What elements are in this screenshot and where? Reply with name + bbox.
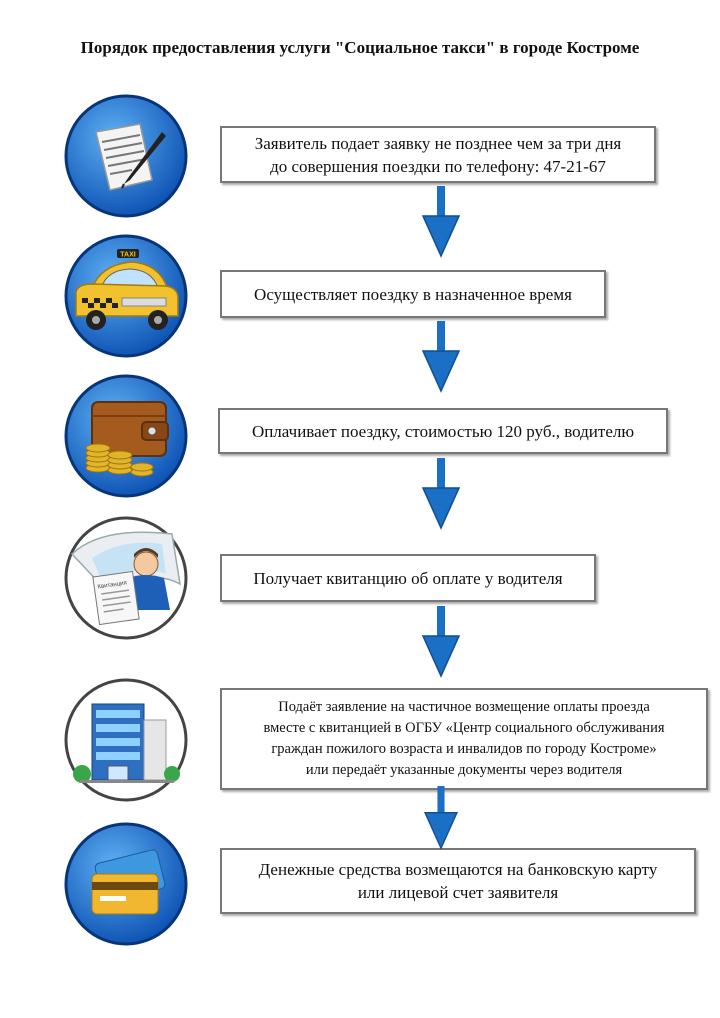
step-4-box: Получает квитанцию об оплате у водителя — [220, 554, 596, 602]
step-3-box: Оплачивает поездку, стоимостью 120 руб.,… — [218, 408, 668, 454]
document-pen-icon — [64, 94, 188, 218]
step-1-box: Заявитель подает заявку не позднее чем з… — [220, 126, 656, 183]
office-building-icon — [64, 678, 188, 802]
step-5-line-2: вместе с квитанцией в ОГБУ «Центр социал… — [263, 720, 665, 736]
wallet-coins-icon — [64, 374, 188, 498]
step-5-box: Подаёт заявление на частичное возмещение… — [220, 688, 708, 790]
page-title: Порядок предоставления услуги "Социально… — [80, 38, 640, 57]
arrow-down-icon — [421, 186, 461, 258]
arrow-down-icon — [423, 786, 459, 850]
step-6-line-1: Денежные средства возмещаются на банковс… — [258, 860, 658, 879]
step-3-line-1: Оплачивает поездку, стоимостью 120 руб.,… — [251, 421, 635, 441]
step-6-box: Денежные средства возмещаются на банковс… — [220, 848, 696, 914]
step-1-line-2: до совершения поездки по телефону: 47-21… — [270, 156, 606, 176]
step-6-line-2: или лицевой счет заявителя — [357, 883, 559, 902]
step-1-line-1: Заявитель подает заявку не позднее чем з… — [254, 133, 622, 153]
step-5-line-4: или передаёт указанные документы через в… — [305, 762, 623, 778]
step-5-line-3: граждан пожилого возраста и инвалидов по… — [271, 741, 657, 757]
step-4-line-1: Получает квитанцию об оплате у водителя — [253, 568, 563, 588]
driver-receipt-icon: Квитанция — [64, 516, 188, 640]
taxi-car-icon: TAXI — [64, 234, 188, 358]
arrow-down-icon — [421, 606, 461, 678]
step-2-line-1: Осуществляет поездку в назначенное время — [254, 284, 572, 304]
bank-card-icon — [64, 822, 188, 946]
step-2-box: Осуществляет поездку в назначенное время — [220, 270, 606, 318]
taxi-sign-text: TAXI — [120, 252, 135, 259]
arrow-down-icon — [421, 458, 461, 530]
step-5-line-1: Подаёт заявление на частичное возмещение… — [278, 699, 650, 715]
arrow-down-icon — [421, 321, 461, 393]
receipt-label-text: Квитанция — [97, 580, 127, 590]
